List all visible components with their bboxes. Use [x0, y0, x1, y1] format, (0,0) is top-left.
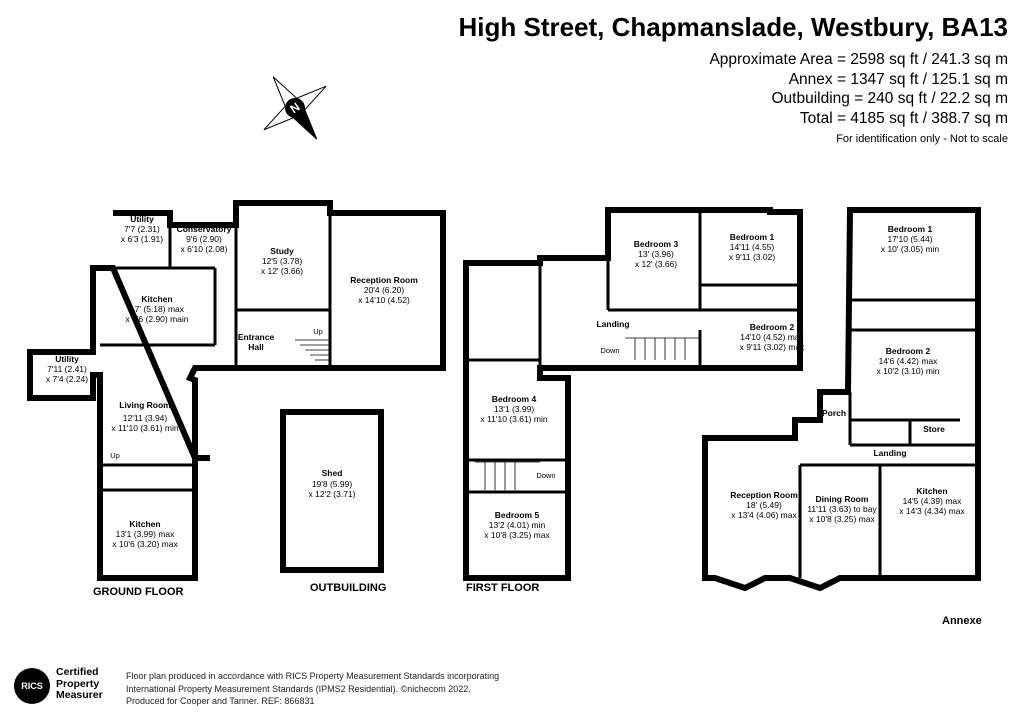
room-reception-dim2: x 14'10 (4.52) — [358, 295, 410, 305]
rics-certified-badge: RICS Certified Property Measurer — [14, 666, 116, 706]
footer-line-1: Floor plan produced in accordance with R… — [126, 671, 500, 681]
room-kitchen-1-dim1: 17' (5.18) max — [130, 304, 185, 314]
outbuilding-area: Outbuilding = 240 sq ft / 22.2 sq m — [771, 90, 1008, 107]
annex-area: Annex = 1347 sq ft / 125.1 sq m — [788, 70, 1008, 88]
room-bedroom-4-dim2: x 11'10 (3.61) min — [480, 414, 547, 424]
room-conservatory-name: Conservatory — [177, 224, 232, 234]
room-study-dim1: 12'5 (3.78) — [262, 256, 303, 266]
approx-area: Approximate Area = 2598 sq ft / 241.3 sq… — [709, 51, 1008, 68]
room-utility-1-dim1: 7'7 (2.31) — [124, 224, 160, 234]
room-annexe-kitchen-dim2: x 14'3 (4.34) max — [899, 506, 965, 516]
room-annexe-bedroom-1-dim2: x 10' (3.05) min — [881, 244, 940, 254]
room-annexe-landing-name: Landing — [873, 448, 906, 458]
rics-line-2: Property — [56, 677, 100, 690]
room-store-name: Store — [923, 424, 945, 434]
rics-line-3: Measurer — [56, 689, 103, 701]
room-annexe-bedroom-2-dim2: x 10'2 (3.10) min — [876, 366, 939, 376]
room-bedroom-1-dim2: x 9'11 (3.02) — [729, 252, 776, 262]
room-bedroom-1-name: Bedroom 1 — [730, 232, 775, 242]
room-utility-2-dim1: 7'11 (2.41) — [47, 364, 87, 374]
room-study-name: Study — [270, 246, 294, 256]
rics-logo: RICS — [14, 668, 50, 704]
room-annexe-bedroom-1-dim1: 17'10 (5.44) — [887, 234, 932, 244]
ground-floor-walls — [27, 200, 446, 581]
room-landing-name: Landing — [596, 319, 629, 329]
room-utility-1-dim2: x 6'3 (1.91) — [121, 234, 163, 244]
room-annexe-reception-dim2: x 13'4 (4.06) max — [731, 510, 797, 520]
room-shed-name: Shed — [322, 468, 343, 478]
disclaimer-note: For identification only - Not to scale — [836, 133, 1008, 145]
bed4-stairs-down: Down — [536, 471, 555, 480]
room-kitchen-2-dim1: 13'1 (3.99) max — [116, 529, 176, 539]
room-annexe-reception-dim1: 18' (5.49) — [746, 500, 782, 510]
compass-icon: N — [263, 76, 327, 140]
outbuilding-label: OUTBUILDING — [310, 582, 386, 594]
room-bedroom-4-name: Bedroom 4 — [492, 394, 537, 404]
room-shed-dim1: 19'8 (5.99) — [312, 479, 353, 489]
room-utility-1-name: Utility — [130, 214, 154, 224]
room-annexe-bedroom-2-dim1: 14'6 (4.42) max — [879, 356, 939, 366]
room-shed-dim2: x 12'2 (3.71) — [309, 489, 356, 499]
room-bedroom-5-dim2: x 10'8 (3.25) max — [484, 530, 550, 540]
total-area: Total = 4185 sq ft / 388.7 sq m — [799, 109, 1008, 127]
room-conservatory-dim1: 9'6 (2.90) — [186, 234, 222, 244]
rics-line-1: Certified — [56, 666, 99, 678]
room-living-dim2: x 11'10 (3.61) min — [111, 423, 178, 433]
first-floor-label: FIRST FLOOR — [466, 582, 539, 594]
room-reception-name: Reception Room — [350, 275, 418, 285]
room-bedroom-2-dim1: 14'10 (4.52) max — [740, 332, 804, 342]
room-kitchen-1-dim2: x 9'6 (2.90) main — [125, 314, 188, 324]
room-bedroom-5-dim1: 13'2 (4.01) min — [489, 520, 546, 530]
outbuilding-walls — [280, 409, 384, 573]
room-reception-dim1: 20'4 (6.20) — [364, 285, 405, 295]
room-entrance-line2: Hall — [248, 342, 264, 352]
room-utility-2-dim2: x 7'4 (2.24) — [46, 374, 88, 384]
room-annexe-reception-name: Reception Room — [730, 490, 798, 500]
room-bedroom-5-name: Bedroom 5 — [495, 510, 540, 520]
room-bedroom-2-name: Bedroom 2 — [750, 322, 795, 332]
room-bedroom-2-dim2: x 9'11 (3.02) max — [740, 342, 806, 352]
room-utility-2-name: Utility — [55, 354, 79, 364]
room-study-dim2: x 12' (3.66) — [261, 266, 303, 276]
living-stairs-up: Up — [110, 451, 120, 460]
room-porch-name: Porch — [822, 408, 846, 418]
room-dining-dim2: x 10'8 (3.25) max — [809, 514, 875, 524]
room-entrance-name: Entrance — [238, 332, 275, 342]
area-summary: Approximate Area = 2598 sq ft / 241.3 sq… — [709, 50, 1008, 150]
room-kitchen-2-name: Kitchen — [129, 519, 160, 529]
room-bedroom-4-dim1: 13'1 (3.99) — [494, 404, 535, 414]
annexe-label: Annexe — [942, 615, 982, 627]
room-annexe-bedroom-1-name: Bedroom 1 — [888, 224, 933, 234]
room-kitchen-2-dim2: x 10'6 (3.20) max — [112, 539, 178, 549]
room-bedroom-3-dim1: 13' (3.96) — [638, 249, 674, 259]
ground-floor-label: GROUND FLOOR — [93, 586, 183, 598]
room-bedroom-1-dim1: 14'11 (4.55) — [730, 242, 775, 252]
room-living-name: Living Room — [119, 400, 171, 410]
room-dining-name: Dining Room — [816, 494, 869, 504]
room-annexe-kitchen-dim1: 14'5 (4.39) max — [903, 496, 963, 506]
stairs — [295, 337, 700, 490]
room-annexe-bedroom-2-name: Bedroom 2 — [886, 346, 931, 356]
property-address: High Street, Chapmanslade, Westbury, BA1… — [458, 12, 1008, 42]
interior-walls — [100, 210, 978, 578]
footer-disclaimer: Floor plan produced in accordance with R… — [126, 670, 499, 708]
footer-line-2: International Property Measurement Stand… — [126, 683, 471, 694]
room-dining-dim1: 11'11 (3.63) to bay — [807, 504, 877, 514]
first-stairs-down: Down — [600, 346, 619, 355]
room-bedroom-3-dim2: x 12' (3.66) — [635, 259, 677, 269]
annexe-walls — [702, 207, 981, 592]
ground-stairs-up: Up — [313, 327, 323, 336]
footer-line-3: Produced for Cooper and Tanner. REF: 866… — [126, 696, 315, 706]
room-bedroom-3-name: Bedroom 3 — [634, 239, 679, 249]
room-annexe-kitchen-name: Kitchen — [916, 486, 947, 496]
first-floor-walls — [463, 207, 803, 581]
room-living-dim1: 12'11 (3.94) — [123, 413, 168, 423]
room-kitchen-1-name: Kitchen — [141, 294, 172, 304]
room-conservatory-dim2: x 6'10 (2.08) — [181, 244, 228, 254]
